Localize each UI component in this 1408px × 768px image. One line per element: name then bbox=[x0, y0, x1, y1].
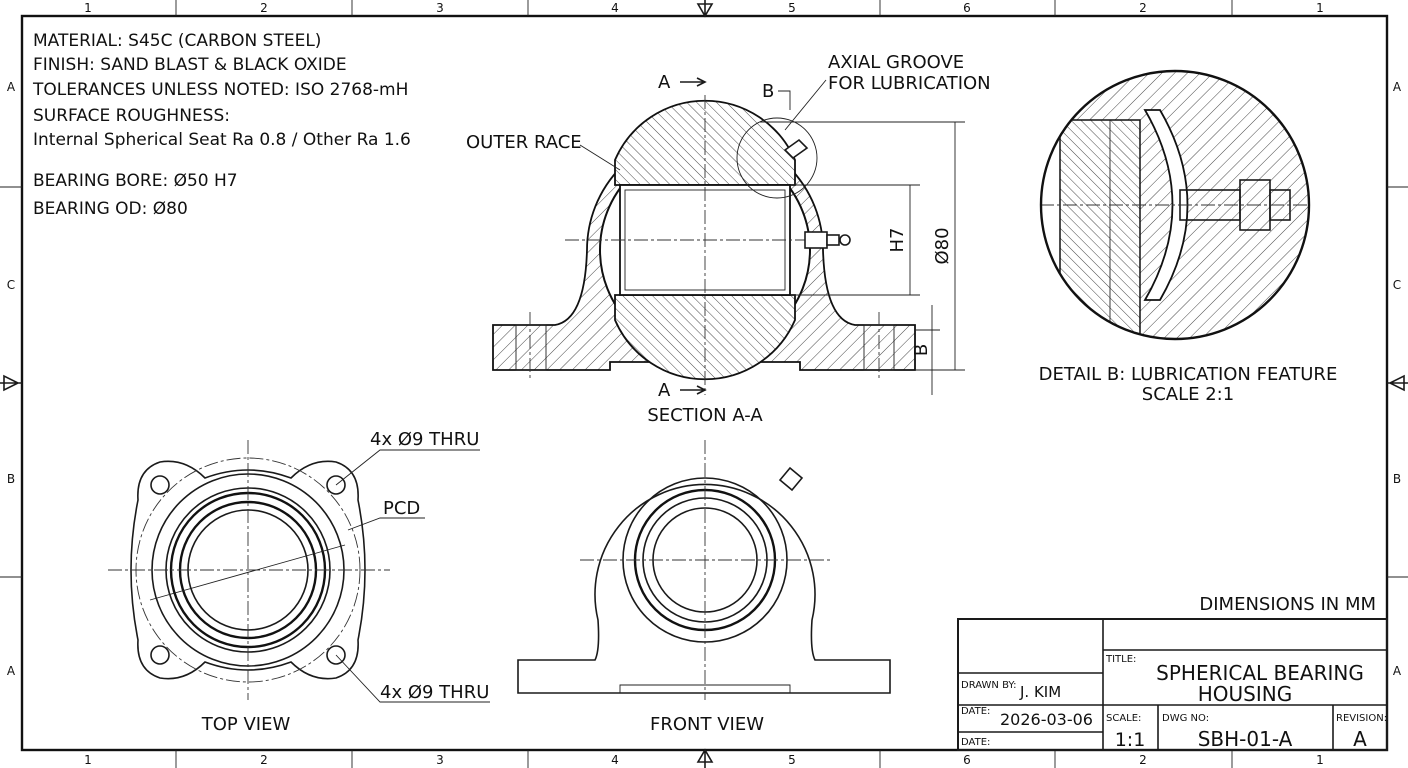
zone-col: 1 bbox=[84, 1, 92, 15]
cut-marker-bottom: A bbox=[658, 380, 671, 401]
zone-col: 6 bbox=[963, 1, 971, 15]
detail-b-scale: SCALE 2:1 bbox=[1142, 384, 1234, 405]
zone-col: 5 bbox=[788, 1, 796, 15]
drawn-by-value: J. KIM bbox=[1019, 683, 1061, 701]
zone-col: 3 bbox=[436, 753, 444, 767]
front-view-label: FRONT VIEW bbox=[650, 714, 764, 735]
zone-row: C bbox=[7, 278, 15, 292]
drawing-title-line1: SPHERICAL BEARING bbox=[1156, 661, 1364, 685]
zone-col: 3 bbox=[436, 1, 444, 15]
holes-callout-bottom: 4x Ø9 THRU bbox=[380, 682, 489, 703]
outer-race-label: OUTER RACE bbox=[466, 132, 582, 153]
zone-col: 2 bbox=[260, 753, 268, 767]
title-label: TITLE: bbox=[1105, 654, 1136, 665]
revision-value: A bbox=[1353, 727, 1367, 751]
zone-col: 2 bbox=[1139, 753, 1147, 767]
zone-col: 4 bbox=[611, 753, 619, 767]
scale-value: 1:1 bbox=[1115, 729, 1146, 751]
zone-labels: 1 2 3 4 5 6 2 1 1 2 3 4 5 6 2 1 A C B A … bbox=[7, 1, 1402, 767]
dim-h7: H7 bbox=[887, 228, 908, 253]
zone-row: C bbox=[1393, 278, 1401, 292]
holes-callout-top: 4x Ø9 THRU bbox=[370, 429, 479, 450]
note-roughness-detail: Internal Spherical Seat Ra 0.8 / Other R… bbox=[33, 130, 411, 150]
zone-col: 6 bbox=[963, 753, 971, 767]
zone-col: 2 bbox=[260, 1, 268, 15]
zone-row: A bbox=[1393, 664, 1402, 678]
detail-marker: B bbox=[762, 81, 774, 102]
zone-col: 5 bbox=[788, 753, 796, 767]
top-view: 4x Ø9 THRU PCD 4x Ø9 THRU TOP VIEW bbox=[108, 429, 490, 735]
note-bearing-bore: BEARING BORE: Ø50 H7 bbox=[33, 171, 238, 191]
drawing-title-line2: HOUSING bbox=[1198, 682, 1292, 706]
note-bearing-od: BEARING OD: Ø80 bbox=[33, 199, 188, 219]
zone-row: B bbox=[1393, 472, 1401, 486]
cut-marker-top: A bbox=[658, 72, 671, 93]
section-a-a-label: SECTION A-A bbox=[647, 405, 763, 426]
drawn-by-label: DRAWN BY: bbox=[961, 680, 1017, 691]
note-material: MATERIAL: S45C (CARBON STEEL) bbox=[33, 31, 321, 51]
dim-od: Ø80 bbox=[932, 227, 953, 264]
zone-col: 2 bbox=[1139, 1, 1147, 15]
zone-row: B bbox=[7, 472, 15, 486]
note-roughness-title: SURFACE ROUGHNESS: bbox=[33, 106, 230, 126]
front-view: FRONT VIEW bbox=[517, 440, 891, 735]
zone-col: 1 bbox=[1316, 1, 1324, 15]
zone-col: 1 bbox=[84, 753, 92, 767]
pcd-callout: PCD bbox=[383, 498, 420, 519]
dim-b: B bbox=[911, 344, 932, 356]
zone-row: A bbox=[7, 664, 16, 678]
axial-groove-label: AXIAL GROOVE bbox=[828, 52, 964, 73]
revision-label: REVISION: bbox=[1336, 713, 1387, 724]
date-value: 2026-03-06 bbox=[1000, 710, 1093, 729]
note-tolerances: TOLERANCES UNLESS NOTED: ISO 2768-mH bbox=[32, 80, 408, 100]
date-label: DATE: bbox=[961, 706, 990, 717]
zone-col: 1 bbox=[1316, 753, 1324, 767]
zone-col: 4 bbox=[611, 1, 619, 15]
top-view-label: TOP VIEW bbox=[201, 714, 291, 735]
detail-b-view: DETAIL B: LUBRICATION FEATURE SCALE 2:1 bbox=[1039, 69, 1338, 405]
dimensions bbox=[760, 121, 965, 395]
date2-label: DATE: bbox=[961, 737, 990, 748]
axial-groove-label-2: FOR LUBRICATION bbox=[828, 73, 991, 94]
section-a-a-view: A A B OUTER RACE AXIAL GROOVE FOR LUBRIC… bbox=[466, 52, 991, 426]
title-block: TITLE: SPHERICAL BEARING HOUSING DRAWN B… bbox=[957, 618, 1388, 751]
dwg-no-label: DWG NO: bbox=[1162, 713, 1209, 724]
dwg-no-value: SBH-01-A bbox=[1198, 727, 1293, 751]
detail-b-title: DETAIL B: LUBRICATION FEATURE bbox=[1039, 364, 1338, 385]
zone-row: A bbox=[1393, 80, 1402, 94]
units-note: DIMENSIONS IN MM bbox=[1199, 594, 1376, 615]
general-notes: MATERIAL: S45C (CARBON STEEL) FINISH: SA… bbox=[32, 31, 411, 219]
note-finish: FINISH: SAND BLAST & BLACK OXIDE bbox=[33, 55, 347, 75]
zone-row: A bbox=[7, 80, 16, 94]
grease-fitting-icon bbox=[783, 138, 851, 249]
scale-label: SCALE: bbox=[1106, 713, 1141, 724]
